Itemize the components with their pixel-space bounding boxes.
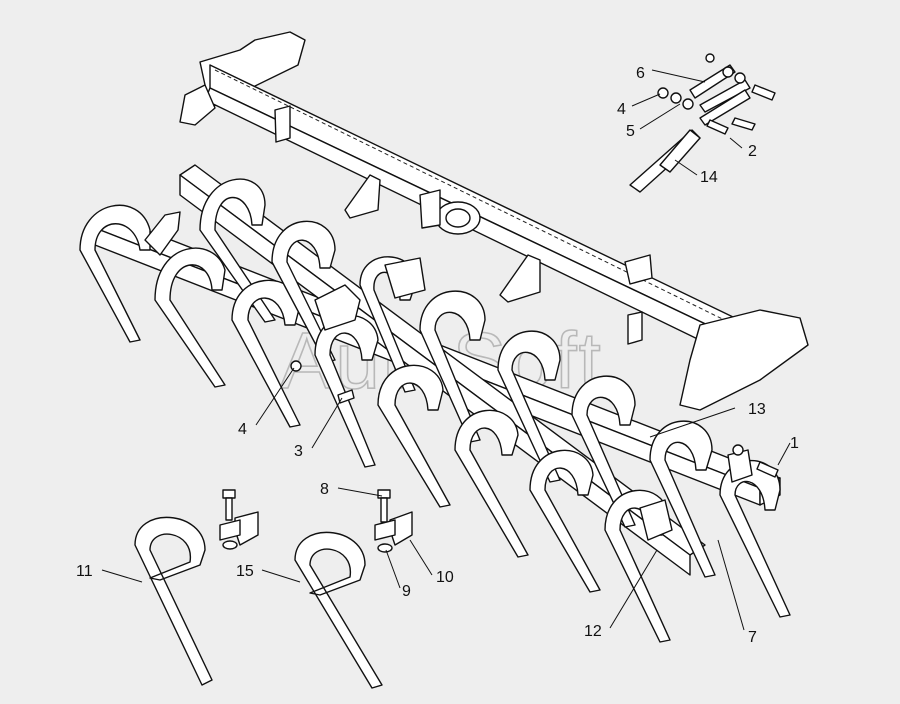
callout-4: 4 bbox=[238, 421, 247, 438]
spare-tine-11 bbox=[134, 516, 213, 686]
callout-6: 6 bbox=[636, 65, 645, 82]
bolt-clamp-set-left bbox=[219, 489, 259, 550]
spare-tine-15 bbox=[294, 531, 383, 689]
fastener-3 bbox=[337, 389, 355, 404]
callout-3: 3 bbox=[294, 443, 303, 460]
bolt-clamp-set-right bbox=[374, 489, 413, 553]
callout-5: 5 bbox=[626, 123, 635, 140]
spring-tines bbox=[79, 178, 791, 643]
main-frame-beam bbox=[179, 31, 809, 411]
callout-labels: 6 4 5 2 14 13 1 4 3 8 11 15 9 10 12 7 bbox=[76, 65, 799, 646]
leader-lines bbox=[101, 69, 791, 631]
callout-14: 14 bbox=[700, 169, 718, 186]
callout-11: 11 bbox=[76, 563, 93, 580]
fastener-1 bbox=[732, 444, 779, 478]
callout-7: 7 bbox=[748, 629, 757, 646]
mounting-brackets bbox=[144, 211, 753, 541]
callout-10: 10 bbox=[436, 569, 454, 586]
callout-12: 12 bbox=[584, 623, 602, 640]
callout-1: 1 bbox=[790, 435, 799, 452]
callout-4-top: 4 bbox=[617, 101, 626, 118]
callout-2: 2 bbox=[748, 143, 757, 160]
callout-15: 15 bbox=[236, 563, 254, 580]
callout-13: 13 bbox=[748, 401, 766, 418]
cylinder-assembly bbox=[629, 53, 776, 193]
callout-9: 9 bbox=[402, 583, 411, 600]
callout-8: 8 bbox=[320, 481, 329, 498]
